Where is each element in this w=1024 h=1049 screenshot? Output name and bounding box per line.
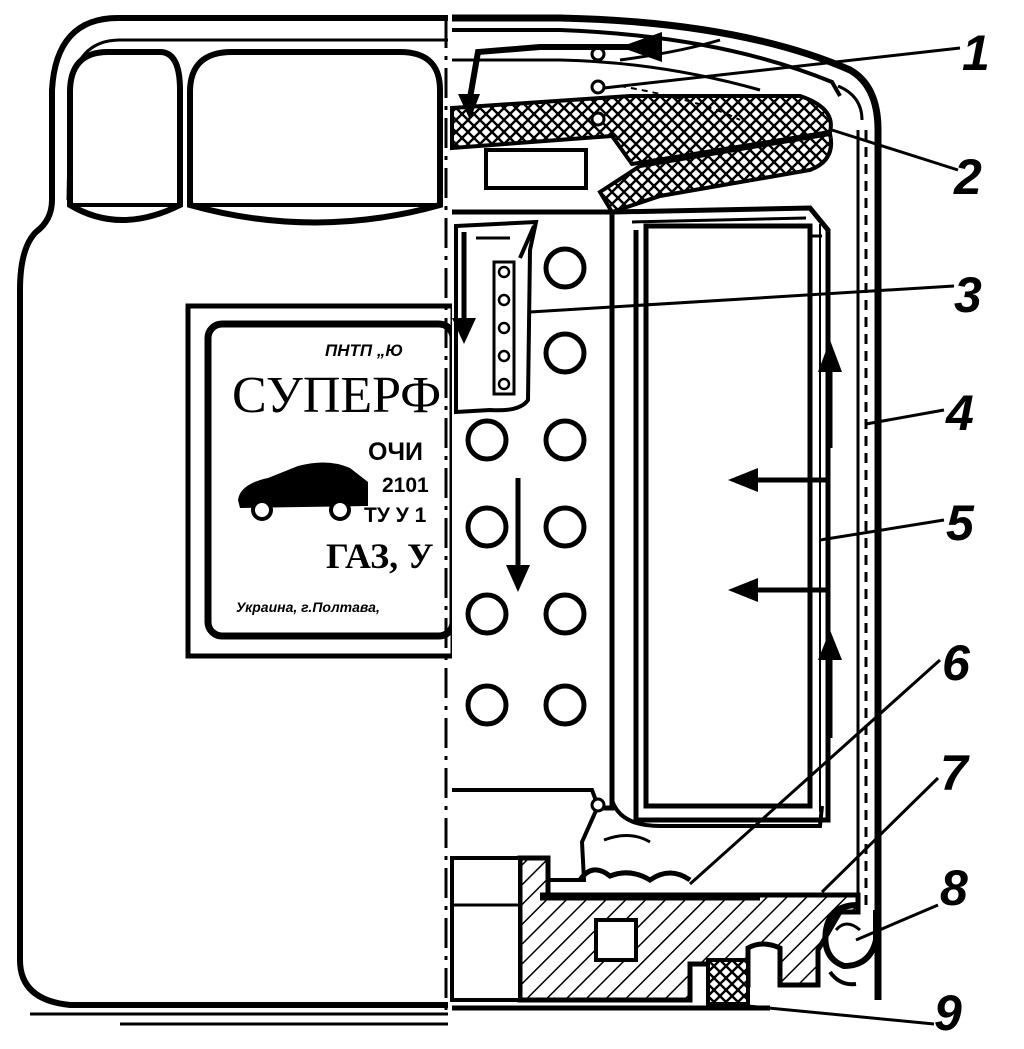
label-manufacturer: ПНТП „Ю	[325, 341, 403, 360]
label-use: ГАЗ, У	[326, 536, 434, 576]
top-flow-arrow	[458, 32, 662, 120]
oil-flow-arrows	[728, 340, 842, 738]
callout-numbers: 1 2 3 4 5 6 7 8 9	[934, 25, 990, 1041]
anti-drain-valve	[454, 219, 539, 415]
filter-element	[610, 205, 831, 828]
base-plate	[450, 855, 861, 1003]
grip-recess-left	[67, 49, 183, 223]
callout-2: 2	[953, 149, 982, 205]
callout-leaders	[529, 46, 961, 1026]
sealing-gasket	[706, 958, 750, 1006]
label-origin: Украина, г.Полтава,	[236, 599, 380, 615]
callout-1: 1	[962, 25, 990, 81]
callout-4: 4	[945, 385, 974, 441]
callout-6: 6	[942, 635, 971, 691]
top-cover-seal	[450, 28, 842, 215]
label-plate: ПНТП „Ю СУПЕРФ ОЧИ 2101 ТУ У 1 ГАЗ, У Ук…	[185, 303, 457, 659]
callout-5: 5	[946, 495, 975, 551]
inner-flow-arrows	[452, 232, 530, 592]
callout-9: 9	[934, 985, 962, 1041]
label-standard: ТУ У 1	[364, 504, 427, 527]
car-icon	[238, 462, 368, 521]
label-brand: СУПЕРФ	[232, 367, 441, 424]
label-purpose: ОЧИ	[368, 438, 423, 466]
callout-3: 3	[954, 267, 982, 323]
callout-8: 8	[940, 860, 968, 916]
label-code: 2101	[382, 474, 429, 497]
grip-recess-right	[187, 49, 443, 226]
housing-shell-section	[452, 14, 882, 1000]
callout-7: 7	[940, 745, 970, 801]
rolled-seam	[822, 902, 879, 987]
